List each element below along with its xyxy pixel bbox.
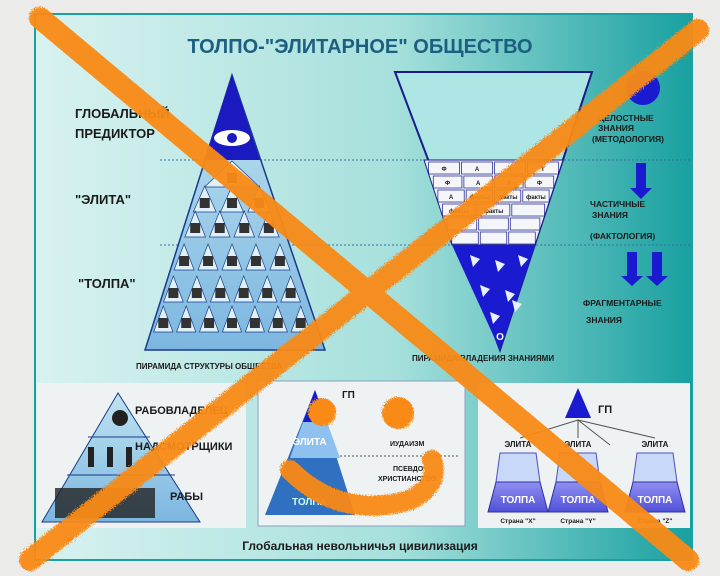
gp-triangle bbox=[565, 388, 591, 418]
holistic-label: (МЕТОДОЛОГИЯ) bbox=[592, 134, 664, 144]
brick-label: Ф bbox=[445, 181, 450, 187]
caption-knowledge: ПИРАМИДА ВЛАДЕНИЯ ЗНАНИЯМИ bbox=[412, 354, 554, 363]
arrow-down-icon bbox=[621, 163, 668, 286]
people-icon bbox=[295, 318, 306, 328]
people-icon bbox=[274, 256, 285, 266]
overseer-icons bbox=[88, 447, 132, 467]
partial-label: (ФАКТОЛОГИЯ) bbox=[590, 231, 655, 241]
smiley-eyes bbox=[308, 397, 414, 429]
people-icon bbox=[168, 288, 179, 298]
people-icon bbox=[238, 288, 249, 298]
fact-brick bbox=[522, 189, 550, 203]
religion-elite-label: ЭЛИТА bbox=[293, 437, 327, 448]
fragment-shard bbox=[490, 312, 500, 324]
country-name: Страна "Y" bbox=[560, 518, 595, 525]
brick-label: факты bbox=[498, 194, 518, 201]
people-icon bbox=[239, 223, 250, 233]
poster-title: ТОЛПО-"ЭЛИТАРНОЕ" ОБЩЕСТВО bbox=[187, 36, 532, 58]
fact-brick bbox=[428, 161, 460, 175]
country-crowd-label: ТОЛПА bbox=[561, 495, 596, 506]
people-icon bbox=[179, 256, 190, 266]
country-name: Страна "X" bbox=[500, 518, 535, 525]
label-predictor: ПРЕДИКТОР bbox=[75, 126, 155, 141]
people-icon bbox=[204, 318, 215, 328]
slaves-label: РАБЫ bbox=[170, 491, 203, 503]
country-crowd-label: ТОЛПА bbox=[501, 495, 536, 506]
fragment-shard bbox=[505, 290, 515, 302]
bottom-letter: О bbox=[496, 332, 504, 343]
country-pyramids: ЭЛИТА ТОЛПА Страна "X" ЭЛИТА ТОЛПА Страна "Y"… bbox=[487, 440, 686, 525]
people-icon bbox=[158, 318, 169, 328]
people-icon bbox=[272, 318, 283, 328]
people-icon bbox=[227, 318, 237, 328]
country-elite-label: ЭЛИТА bbox=[642, 440, 669, 449]
people-icon bbox=[190, 223, 201, 233]
label-crowd: "ТОЛПА" bbox=[78, 276, 136, 291]
christianity-label: ХРИСТИАНСТВО bbox=[378, 476, 437, 483]
brick-label: факты bbox=[526, 194, 546, 201]
people-icon bbox=[199, 198, 210, 208]
fragmentary-label: ФРАГМЕНТАРНЫЕ bbox=[583, 298, 662, 308]
people-icon bbox=[263, 223, 274, 233]
brick-label: А bbox=[449, 195, 454, 201]
fragment-shard bbox=[470, 255, 480, 267]
holistic-label: ЗНАНИЯ bbox=[598, 123, 634, 133]
fact-brick bbox=[511, 203, 545, 217]
label-elite: "ЭЛИТА" bbox=[75, 192, 131, 207]
country-crowd-label: ТОЛПА bbox=[638, 495, 673, 506]
countries-gp-label: ГП bbox=[598, 404, 612, 416]
people-icon bbox=[203, 256, 214, 266]
fragment-shard bbox=[512, 300, 522, 312]
holistic-label: ЦЕЛОСТНЫЕ bbox=[598, 113, 654, 123]
footer-caption: Глобальная невольничья цивилизация bbox=[242, 539, 478, 553]
country-elite-label: ЭЛИТА bbox=[565, 440, 592, 449]
people-icon bbox=[181, 318, 192, 328]
people-icon bbox=[227, 198, 237, 208]
country-elite-label: ЭЛИТА bbox=[505, 440, 532, 449]
people-icon bbox=[215, 288, 226, 298]
brick-label: факты bbox=[484, 208, 504, 215]
fact-brick bbox=[509, 217, 541, 231]
brick-label: Т bbox=[541, 167, 545, 173]
fragmentary-label: ЗНАНИЯ bbox=[586, 315, 622, 325]
people-icon bbox=[191, 288, 202, 298]
cross-out-overlay bbox=[19, 7, 709, 571]
judaism-label: ИУДАИЗМ bbox=[390, 441, 424, 448]
fact-brick bbox=[479, 231, 508, 245]
fact-brick bbox=[524, 175, 555, 189]
brick-label: Ф bbox=[537, 181, 542, 187]
fact-brick bbox=[508, 231, 536, 245]
fact-brick bbox=[478, 217, 509, 231]
brick-label: А bbox=[475, 167, 480, 173]
fragment-shard bbox=[518, 255, 528, 267]
brick-label: Ф bbox=[442, 167, 447, 173]
partial-label: ЗНАНИЯ bbox=[592, 210, 628, 220]
fact-brick bbox=[437, 189, 465, 203]
people-icon bbox=[227, 256, 237, 266]
fragment-shard bbox=[495, 260, 505, 272]
people-icon bbox=[250, 256, 261, 266]
country-elite-layer bbox=[632, 452, 678, 483]
people-icon bbox=[262, 288, 273, 298]
partial-label: ЧАСТИЧНЫЕ bbox=[590, 199, 646, 209]
fragment-shard bbox=[480, 285, 490, 297]
religion-crowd-label: ТОЛПА bbox=[292, 497, 327, 508]
caption-society: ПИРАМИДА СТРУКТУРЫ ОБЩЕСТВА bbox=[136, 362, 282, 371]
brick-label: А bbox=[476, 181, 481, 187]
religion-gp-label: ГП bbox=[342, 390, 355, 401]
slaveowner-icon bbox=[112, 410, 128, 426]
pseudo-label: ПСЕВДО bbox=[393, 466, 424, 473]
people-icon bbox=[285, 288, 296, 298]
people-icon bbox=[214, 223, 225, 233]
fact-brick bbox=[461, 161, 493, 175]
fragment-shards bbox=[470, 255, 528, 324]
people-icon bbox=[249, 318, 260, 328]
knowledge-labels: ЦЕЛОСТНЫЕ ЗНАНИЯ (МЕТОДОЛОГИЯ) ЧАСТИЧНЫЕ… bbox=[583, 113, 664, 325]
country-elite-layer bbox=[495, 452, 541, 483]
fact-brick bbox=[432, 175, 463, 189]
